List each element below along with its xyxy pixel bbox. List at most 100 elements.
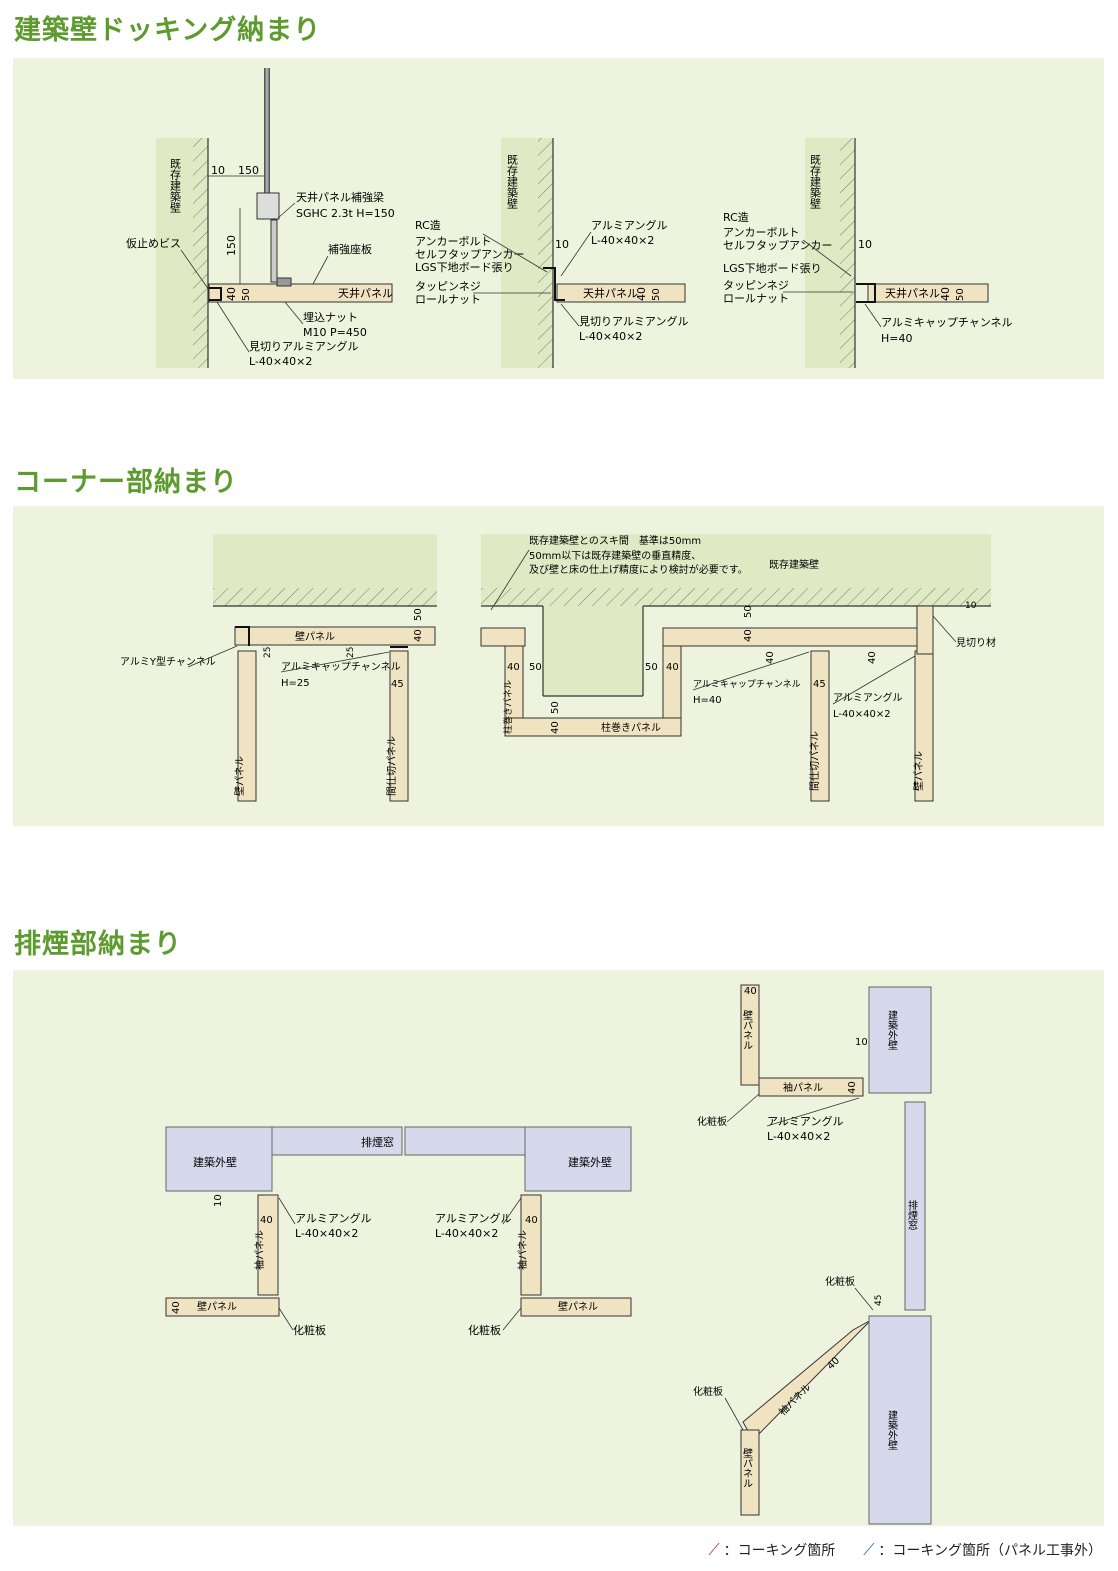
svg-text:RC造: RC造 (723, 210, 749, 224)
legend-caulking-panel-excluded: ⟋ ：コーキング箇所（パネル工事外） (863, 1540, 1102, 1559)
svg-text:10: 10 (858, 238, 872, 251)
svg-text:10: 10 (855, 1037, 868, 1048)
svg-text:既存建築壁: 既存建築壁 (769, 558, 819, 571)
svg-text:L-40×40×2: L-40×40×2 (295, 1227, 358, 1240)
svg-text:50: 50 (413, 608, 424, 621)
svg-text:L-40×40×2: L-40×40×2 (435, 1227, 498, 1240)
svg-text:間仕切パネル: 間仕切パネル (808, 731, 821, 791)
legend: ⟋ ：コーキング箇所 ⟋ ：コーキング箇所（パネル工事外） (708, 1540, 1102, 1560)
svg-text:50mm以下は既存建築壁の垂直精度、: 50mm以下は既存建築壁の垂直精度、 (529, 549, 701, 562)
ceiling-panel-2 (556, 283, 686, 303)
smoke-diagram: 建築外壁 排煙窓 10 40 アルミアングル L-40×40×2 袖パネル 40… (165, 984, 932, 1525)
svg-text:建築外壁: 建築外壁 (568, 1155, 612, 1169)
svg-text:及び壁と床の仕上げ精度により検討が必要です。: 及び壁と床の仕上げ精度により検討が必要です。 (529, 563, 748, 576)
svg-text:仮止めビス: 仮止めビス (126, 237, 181, 250)
svg-text:アルミアングル: アルミアングル (591, 218, 667, 232)
docking-diagram: 既存建築壁 10 150 150 40 50 天井パネル補強梁 SGHC 2.3… (126, 68, 1013, 368)
svg-text:アルミキャップチャンネル: アルミキャップチャンネル (693, 679, 801, 690)
svg-text:見切りアルミアングル: 見切りアルミアングル (579, 314, 688, 328)
blue-caulk-marker-icon: ⟋ (863, 1540, 875, 1559)
detail-3: 既存建築壁 RC造 アンカーボルト セルフタップアンカー LGS下地ボード張り … (723, 138, 1013, 368)
svg-text:セルフタップアンカー: セルフタップアンカー (723, 239, 833, 252)
svg-text:45: 45 (874, 1295, 884, 1306)
section-title-docking: 建築壁ドッキング納まり (14, 15, 322, 46)
svg-text:排煙窓: 排煙窓 (361, 1135, 394, 1149)
svg-text:アルミアングル: アルミアングル (767, 1114, 843, 1128)
svg-text:40: 40 (525, 1215, 538, 1226)
svg-text:既存建築壁: 既存建築壁 (809, 154, 822, 209)
svg-text:40: 40 (225, 287, 238, 301)
ceiling-panel-3 (867, 283, 989, 303)
svg-text:壁パネル: 壁パネル (558, 1300, 598, 1313)
detail-2: 既存建築壁 RC造 アンカーボルト セルフタップアンカー LGS下地ボード張り … (415, 138, 688, 368)
ceiling-panel-1 (208, 283, 393, 303)
svg-text:壁パネル: 壁パネル (197, 1300, 237, 1313)
svg-text:タッピンネジ: タッピンネジ (415, 280, 481, 293)
svg-text:アンカーボルト: アンカーボルト (415, 235, 492, 248)
svg-text:150: 150 (225, 235, 238, 256)
section-title-smoke: 排煙部納まり (14, 929, 182, 960)
svg-text:40: 40 (171, 1301, 182, 1314)
svg-text:SGHC 2.3t H=150: SGHC 2.3t H=150 (296, 207, 395, 220)
svg-text:40: 40 (867, 651, 878, 664)
svg-text:見切りアルミアングル: 見切りアルミアングル (249, 339, 358, 353)
svg-text:化粧板: 化粧板 (293, 1323, 326, 1337)
corner-diagram: 壁パネル 50 40 アルミY型チャンネル 25 25 アルミキャップチャンネル… (120, 534, 996, 802)
svg-text:L-40×40×2: L-40×40×2 (767, 1130, 830, 1143)
smoke-right: 40 壁パネル 建築外壁 10 袖パネル 40 化粧板 アルミアングル L-40… (693, 984, 932, 1525)
svg-text:45: 45 (391, 679, 404, 690)
detail-1: 既存建築壁 10 150 150 40 50 天井パネル補強梁 SGHC 2.3… (126, 68, 395, 368)
svg-text:40: 40 (939, 287, 952, 301)
panel-docking: 既存建築壁 10 150 150 40 50 天井パネル補強梁 SGHC 2.3… (13, 58, 1104, 379)
svg-text:壁パネル: 壁パネル (912, 751, 925, 791)
svg-text:40: 40 (666, 662, 679, 673)
svg-text:45: 45 (813, 679, 826, 690)
svg-text:セルフタップアンカー: セルフタップアンカー (415, 248, 525, 261)
legend-caulking: ⟋ ：コーキング箇所 (708, 1540, 836, 1559)
svg-text:50: 50 (550, 701, 561, 714)
smoke-middle: 建築外壁 アルミアングル L-40×40×2 40 袖パネル 壁パネル 化粧板 (404, 1126, 632, 1337)
svg-text:50: 50 (955, 288, 966, 301)
svg-text:40: 40 (744, 986, 757, 997)
svg-text:40: 40 (413, 629, 424, 642)
svg-text:40: 40 (550, 721, 561, 734)
smoke-left: 建築外壁 排煙窓 10 40 アルミアングル L-40×40×2 袖パネル 40… (165, 1126, 403, 1337)
svg-text:建築外壁: 建築外壁 (886, 1009, 898, 1050)
svg-text:化粧板: 化粧板 (825, 1275, 855, 1288)
svg-text:10: 10 (965, 601, 977, 611)
svg-text:10: 10 (213, 1194, 224, 1207)
wall-panel-h (234, 626, 436, 646)
svg-text:50: 50 (645, 662, 658, 673)
panel-corner: 壁パネル 50 40 アルミY型チャンネル 25 25 アルミキャップチャンネル… (13, 506, 1104, 826)
svg-text:40: 40 (260, 1215, 273, 1226)
svg-text:アンカーボルト: アンカーボルト (723, 226, 800, 239)
svg-text:40: 40 (847, 1081, 858, 1094)
svg-text:40: 40 (507, 662, 520, 673)
svg-text:袖パネル: 袖パネル (253, 1230, 266, 1270)
svg-text:壁パネル: 壁パネル (741, 1009, 753, 1050)
svg-text:間仕切パネル: 間仕切パネル (385, 736, 398, 796)
svg-text:天井パネル: 天井パネル (338, 286, 393, 300)
svg-text:LGS下地ボード張り: LGS下地ボード張り (723, 262, 822, 275)
svg-text:L-40×40×2: L-40×40×2 (591, 234, 654, 247)
svg-text:化粧板: 化粧板 (468, 1323, 501, 1337)
svg-text:50: 50 (743, 605, 754, 618)
svg-text:補強座板: 補強座板 (328, 242, 372, 256)
svg-text:RC造: RC造 (415, 218, 441, 232)
svg-text:10: 10 (211, 164, 225, 177)
svg-text:建築外壁: 建築外壁 (886, 1409, 898, 1450)
svg-text:ロールナット: ロールナット (723, 292, 789, 305)
svg-text:既存建築壁とのスキ間 基準は50mm: 既存建築壁とのスキ間 基準は50mm (529, 534, 701, 547)
svg-text:アルミキャップチャンネル: アルミキャップチャンネル (281, 661, 401, 673)
svg-text:埋込ナット: 埋込ナット (303, 311, 358, 324)
svg-text:L-40×40×2: L-40×40×2 (833, 709, 891, 720)
svg-text:タッピンネジ: タッピンネジ (723, 279, 789, 292)
svg-text:LGS下地ボード張り: LGS下地ボード張り (415, 261, 514, 274)
svg-text:150: 150 (238, 164, 259, 177)
svg-text:建築外壁: 建築外壁 (193, 1155, 237, 1169)
svg-text:壁パネル: 壁パネル (741, 1447, 753, 1488)
svg-text:天井パネル: 天井パネル (885, 286, 940, 300)
svg-text:化粧板: 化粧板 (697, 1115, 727, 1128)
beam-label: 天井パネル補強梁 (296, 190, 384, 204)
svg-text:L-40×40×2: L-40×40×2 (579, 330, 642, 343)
